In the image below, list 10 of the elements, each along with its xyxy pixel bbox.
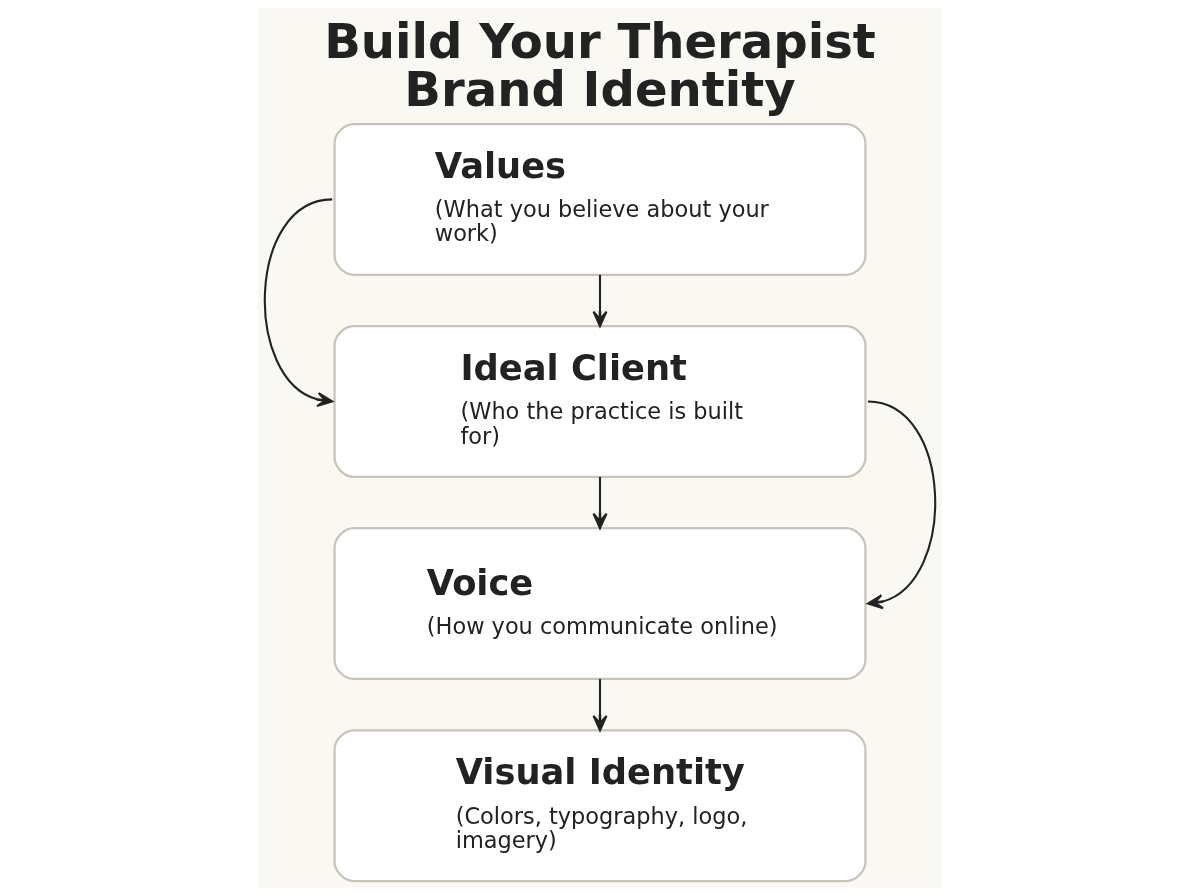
node-box: Values (What you believe about your work) [333, 122, 867, 276]
arrow [592, 678, 608, 732]
arrow [866, 400, 936, 610]
node-box: Ideal Client (Who the practice is built for) [333, 325, 867, 478]
diagram-title: Build Your Therapist Brand Identity [324, 13, 876, 118]
arrow [592, 476, 608, 530]
arrow [264, 198, 334, 408]
node-box: Visual Identity (Colors, typography, logo, imagery) [333, 729, 867, 883]
arrow [592, 274, 608, 328]
node-box: Voice (How you communicate online) [333, 527, 867, 681]
